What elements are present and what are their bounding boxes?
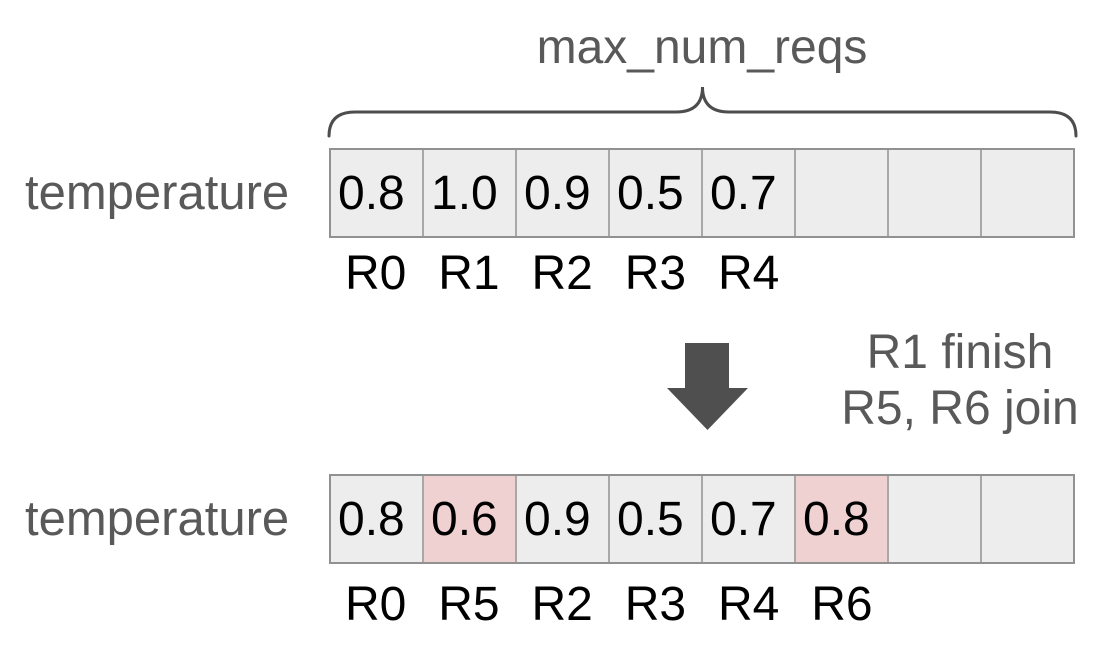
request-id-label: R1: [438, 247, 500, 300]
array-cell: 0.8: [796, 476, 889, 562]
array-cell: [982, 150, 1073, 236]
request-id-label: R3: [624, 247, 687, 300]
request-id-label: R5: [438, 578, 500, 631]
array-cell: [889, 150, 982, 236]
request-id-label: R2: [531, 247, 593, 300]
request-id-label: R0: [344, 247, 407, 300]
array-cell: [982, 476, 1073, 562]
curly-brace-icon: [327, 86, 1078, 138]
array-cell: 0.9: [517, 476, 610, 562]
down-arrow-icon: [667, 343, 748, 430]
array-cell: 0.5: [610, 150, 703, 236]
array-cell: [796, 150, 889, 236]
request-id-label: [982, 577, 1075, 633]
array-cell: 0.6: [424, 476, 517, 562]
array-cell: 0.7: [703, 150, 796, 236]
request-id-row-after: R0 R5 R2 R3 R4 R6: [329, 577, 1075, 633]
request-id-label: [889, 246, 982, 302]
request-id-label: [982, 246, 1075, 302]
temperature-array-before: 0.8 1.0 0.9 0.5 0.7: [329, 148, 1075, 238]
request-id-label: R4: [717, 578, 780, 631]
request-id-label: R2: [531, 578, 593, 631]
transition-note-line1: R1 finish: [866, 326, 1054, 379]
transition-note: R1 finish R5, R6 join: [810, 325, 1110, 437]
array-cell: [889, 476, 982, 562]
request-id-label: [889, 577, 982, 633]
request-id-label: [795, 246, 888, 302]
temperature-array-after: 0.8 0.6 0.9 0.5 0.7 0.8: [329, 474, 1075, 564]
array-cell: 0.8: [331, 150, 424, 236]
array-cell: 0.7: [703, 476, 796, 562]
array-cell: 0.9: [517, 150, 610, 236]
request-id-label: R3: [624, 578, 687, 631]
array-cell: 0.8: [331, 476, 424, 562]
array-cell: 1.0: [424, 150, 517, 236]
array-cell: 0.5: [610, 476, 703, 562]
request-id-label: R0: [344, 578, 407, 631]
request-id-label: R4: [717, 247, 780, 300]
request-id-label: R6: [811, 578, 873, 631]
row-label-temperature-after: temperature: [25, 492, 290, 546]
row-label-temperature-before: temperature: [25, 166, 290, 220]
request-id-row-before: R0 R1 R2 R3 R4: [329, 246, 1075, 302]
max-num-reqs-label: max_num_reqs: [536, 21, 868, 74]
transition-note-line2: R5, R6 join: [841, 382, 1079, 435]
